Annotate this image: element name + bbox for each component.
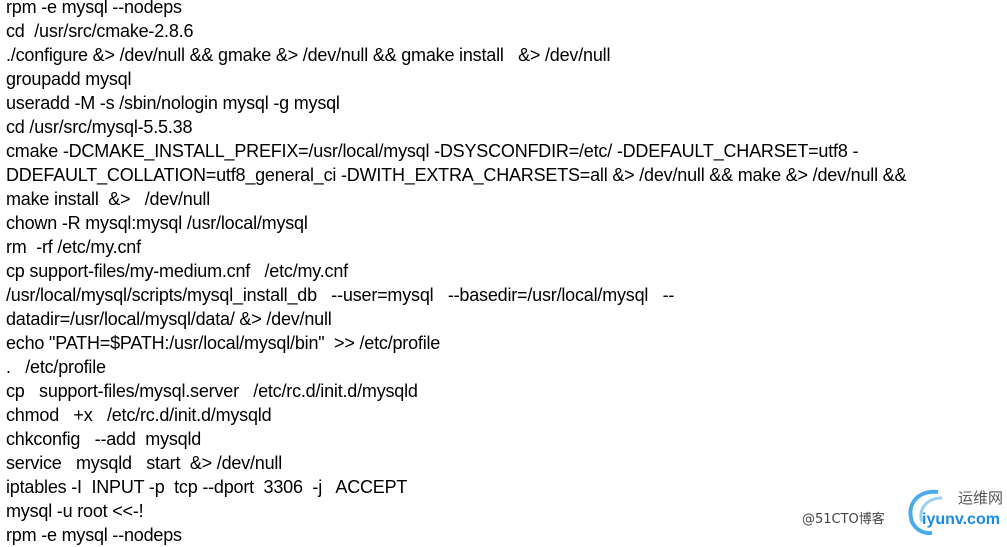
text-line: cd /usr/src/mysql-5.5.38 — [6, 117, 193, 137]
text-line: cp support-files/my-medium.cnf /etc/my.c… — [6, 261, 348, 281]
swirl-logo-icon — [908, 489, 943, 535]
text-line: echo "PATH=$PATH:/usr/local/mysql/bin" >… — [6, 333, 441, 353]
text-line: chmod +x /etc/rc.d/init.d/mysqld — [6, 405, 272, 425]
text-line: chkconfig --add mysqld — [6, 429, 202, 449]
text-line: rm -rf /etc/my.cnf — [6, 237, 141, 257]
watermark-en: iyunv.com — [922, 511, 1000, 528]
text-line: rpm -e mysql --nodeps — [6, 525, 182, 545]
watermark-cn: 运维网 — [958, 489, 1004, 507]
text-line: datadir=/usr/local/mysql/data/ &> /dev/n… — [6, 309, 332, 329]
watermark-51cto: @51CTO博客 — [802, 512, 885, 527]
text-line: cd /usr/src/cmake-2.8.6 — [6, 21, 194, 41]
text-line: mysql -u root <<-! — [6, 501, 144, 521]
text-line: useradd -M -s /sbin/nologin mysql -g mys… — [6, 93, 340, 113]
text-line: DDEFAULT_COLLATION=utf8_general_ci -DWIT… — [6, 165, 907, 185]
text-line: iptables -I INPUT -p tcp --dport 3306 -j… — [6, 477, 408, 497]
document-text: rpm -e mysql --nodeps cd /usr/src/cmake-2… — [6, 0, 906, 547]
text-line: groupadd mysql — [6, 69, 132, 89]
text-line: ./configure &> /dev/null && gmake &> /de… — [6, 45, 611, 65]
text-line: make install &> /dev/null — [6, 189, 211, 209]
text-line: rpm -e mysql --nodeps — [6, 0, 182, 17]
watermark-logo: 运维网 @51CTO博客 iyunv.com — [802, 486, 1007, 535]
text-line: service mysqld start &> /dev/null — [6, 453, 283, 473]
text-line: chown -R mysql:mysql /usr/local/mysql — [6, 213, 308, 233]
text-line: . /etc/profile — [6, 357, 106, 377]
text-line: cmake -DCMAKE_INSTALL_PREFIX=/usr/local/… — [6, 141, 859, 161]
text-line: cp support-files/mysql.server /etc/rc.d/… — [6, 381, 418, 401]
text-line: /usr/local/mysql/scripts/mysql_install_d… — [6, 285, 675, 305]
